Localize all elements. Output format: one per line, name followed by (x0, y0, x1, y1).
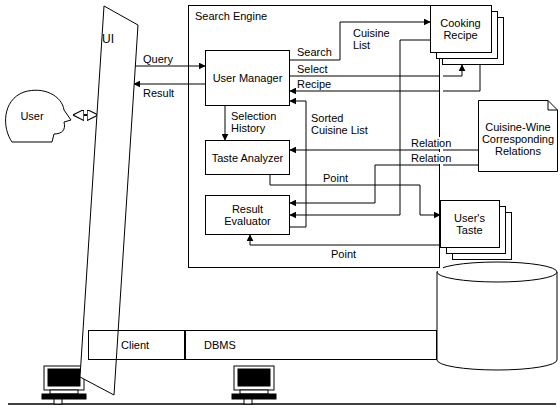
stand (50, 390, 78, 394)
connector-arrow (134, 84, 205, 85)
connector-arrow (290, 40, 430, 215)
keyboard (232, 394, 276, 399)
document-stack: Cooking Recipe (430, 5, 504, 65)
connector-arrow (135, 66, 205, 67)
connector-label: Query (142, 53, 174, 65)
connector-label: Point (330, 248, 357, 260)
node-label: Cooking Recipe (432, 7, 489, 50)
connector-arrow (225, 106, 226, 140)
connector-arrow (290, 101, 306, 227)
document: Cuisine-Wine Corresponding Relations (478, 100, 558, 172)
connector-arrow (270, 175, 440, 215)
connector-label: Selection History (230, 110, 288, 134)
screen (238, 369, 270, 386)
node-label: DBMS (204, 339, 236, 351)
page (431, 6, 492, 53)
monitor (44, 366, 84, 390)
database-cylinder (437, 262, 557, 370)
dbms-box: DBMS (185, 330, 437, 360)
process-box: User Manager (205, 50, 290, 106)
network-bus (8, 403, 556, 405)
cylinder-body (437, 272, 557, 370)
document-stack: User's Taste (440, 200, 512, 260)
node-label: Cuisine-Wine Corresponding Relations (481, 121, 555, 157)
stand (240, 390, 268, 394)
process-box: Taste Analyzer (205, 140, 290, 175)
node-label: User's Taste (442, 202, 497, 245)
connector-arrow (290, 165, 478, 203)
tap (244, 399, 252, 404)
tap (54, 399, 62, 404)
head-outline (6, 90, 71, 142)
node-label: Client (121, 339, 149, 351)
group-heading: Search Engine (195, 10, 267, 22)
node-label: Result Evaluator (210, 203, 285, 227)
connector-label: Relation (410, 152, 452, 164)
network-line (8, 403, 556, 405)
double-arrow (74, 114, 97, 116)
client-box: Client (88, 330, 185, 360)
connector-label: Point (322, 172, 349, 184)
node-label: User (20, 110, 43, 122)
search-engine-box: Search EngineUser ManagerTaste AnalyzerR… (188, 5, 440, 268)
node-label: UI (102, 33, 114, 45)
connector-arrow (290, 150, 478, 151)
computer-icon (42, 366, 86, 404)
page (441, 201, 500, 248)
node-label: Taste Analyzer (212, 152, 284, 164)
computer-icon (232, 366, 276, 404)
monitor (234, 366, 274, 390)
connector-label: Relation (410, 137, 452, 149)
connector-label: Cuisine List (352, 27, 398, 51)
connector-label: Result (142, 87, 175, 99)
process-box: Result Evaluator (205, 195, 290, 235)
connector-label: Sorted Cuisine List (310, 112, 372, 136)
connector-label: Select (296, 63, 329, 75)
connector-arrow (250, 235, 440, 245)
node-label: User Manager (213, 72, 283, 84)
keyboard (42, 394, 86, 399)
page (479, 101, 558, 172)
screen (48, 369, 80, 386)
connector-label: Search (296, 46, 333, 58)
page-fold (548, 101, 558, 111)
cylinder-top (437, 262, 557, 282)
user-head: User (0, 88, 74, 144)
connector-arrow (290, 22, 430, 60)
connector-label: Recipe (296, 78, 332, 90)
